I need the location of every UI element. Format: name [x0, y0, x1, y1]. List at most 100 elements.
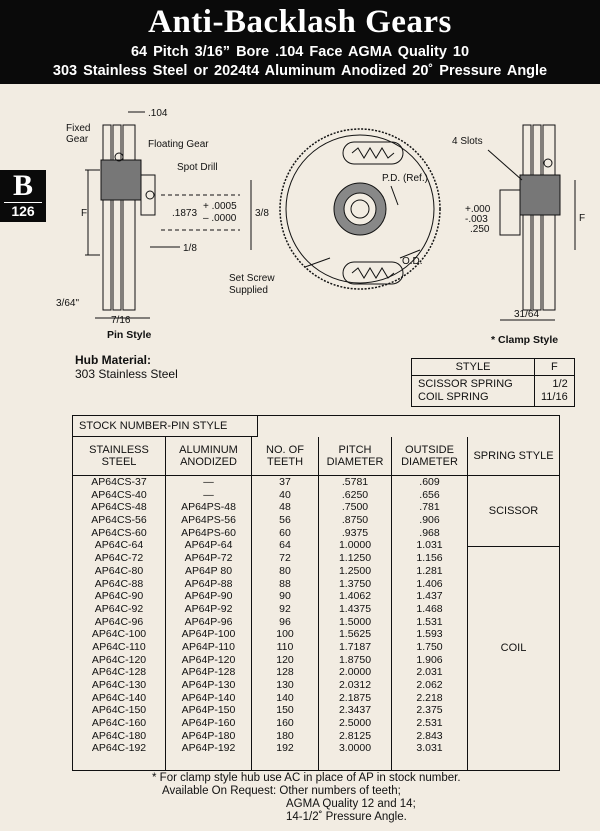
teeth-cell: 72 [279, 552, 291, 565]
aluminum-cell: AP64P-160 [181, 717, 236, 730]
pitch-cell: .9375 [341, 526, 369, 539]
aluminum-cell: AP64P 80 [184, 564, 233, 577]
header-stainless: STAINLESS STEEL [73, 437, 165, 476]
stainless-cell: AP64C-90 [94, 590, 144, 603]
teeth-cell: 96 [279, 615, 291, 628]
technical-drawing: .104 Fixed Gear Floating Gear Spot Drill… [56, 108, 585, 346]
pin-style-caption: Pin Style [107, 329, 152, 341]
stainless-cell: AP64C-160 [91, 717, 147, 730]
col-divider [467, 437, 468, 770]
stainless-cell: AP64C-120 [91, 653, 147, 666]
hub-material-heading: Hub Material: [75, 353, 152, 367]
style-header: STYLE [411, 358, 535, 376]
stainless-cell: AP64C-128 [91, 666, 147, 679]
od-cell: 1.437 [416, 590, 443, 603]
od-cell: 1.156 [416, 552, 443, 565]
od-cell: 2.062 [416, 679, 443, 691]
teeth-cell: 160 [276, 717, 294, 730]
floating-gear-label: Floating Gear [148, 139, 209, 150]
od-label: O.D. [402, 256, 423, 267]
col-divider [165, 437, 166, 770]
teeth-cell: 192 [276, 742, 294, 755]
od-cell: 1.281 [416, 564, 443, 577]
f-dim: F [81, 208, 87, 219]
pitch-cell: 2.3437 [338, 704, 372, 717]
header-aluminum: ALUMINUM ANODIZED [166, 437, 251, 476]
front-view-labels: P.D. (Ref.) O.D. Set Screw Supplied [229, 173, 428, 296]
page-number: 126 [4, 202, 42, 219]
hub-material: Hub Material: 303 Stainless Steel [75, 353, 178, 381]
pitch-cell: .7500 [341, 501, 369, 514]
aluminum-cell: AP64P-96 [184, 615, 233, 628]
stainless-cell: AP64C-80 [94, 564, 144, 577]
stock-table: STOCK NUMBER-PIN STYLE STAINLESS STEEL A… [72, 415, 560, 771]
set-screw-label: Set Screw [229, 273, 275, 284]
aluminum-cell: AP64P-72 [184, 552, 233, 565]
aluminum-cell: AP64P-150 [181, 704, 236, 717]
hub-material-value: 303 Stainless Steel [75, 367, 178, 381]
stainless-cell: AP64C-64 [94, 539, 144, 552]
teeth-cell: 88 [279, 577, 291, 590]
clamp-f-dim: F [579, 213, 585, 224]
od-cell: 3.031 [416, 742, 443, 755]
teeth-cell: 40 [279, 488, 291, 501]
od-cell: 1.531 [416, 615, 443, 628]
clamp-tol-plus: +.000 [465, 204, 491, 215]
aluminum-cell: AP64P-110 [182, 640, 235, 653]
stainless-cell: AP64C-92 [94, 602, 144, 615]
pitch-cell: 1.5000 [338, 615, 372, 628]
aluminum-cell: AP64PS-56 [181, 514, 236, 527]
aluminum-cell: AP64P-120 [181, 653, 236, 666]
od-cell: .781 [419, 501, 440, 514]
stainless-cell: AP64CS-60 [91, 526, 147, 539]
teeth-cell: 120 [276, 653, 294, 666]
teeth-cell: 130 [276, 679, 294, 691]
col-divider [391, 437, 392, 770]
pitch-cell: 2.5000 [338, 717, 372, 730]
four-slots-label: 4 Slots [452, 136, 483, 147]
aluminum-cell: AP64P-128 [181, 666, 236, 679]
clamp-style-caption: * Clamp Style [491, 334, 558, 346]
aluminum-cell: AP64P-192 [181, 742, 236, 755]
od-cell: 1.906 [416, 653, 443, 666]
spring-scissor: SCISSOR [488, 505, 539, 517]
section-letter: B [12, 169, 33, 202]
pitch-cell: 2.8125 [338, 729, 372, 742]
od-cell: 1.468 [416, 602, 443, 615]
spring-divider [468, 546, 559, 547]
pin-style-labels: .104 Fixed Gear Floating Gear Spot Drill… [56, 108, 269, 341]
aluminum-cell: AP64P-180 [181, 729, 236, 742]
stainless-cell: AP64CS-40 [91, 488, 147, 501]
pitch-cell: .6250 [341, 488, 369, 501]
header-od: OUTSIDE DIAMETER [392, 437, 467, 476]
aluminum-cell: AP64P-64 [184, 539, 233, 552]
aluminum-cell: AP64P-140 [181, 691, 236, 704]
clamp-tol-minus: -.003 [465, 214, 488, 225]
pitch-cell: 2.1875 [338, 691, 372, 704]
style-scissor: SCISSOR SPRING [418, 378, 513, 390]
teeth-cell: 92 [279, 602, 291, 615]
footnote-line-3: AGMA Quality 12 and 14; [286, 798, 416, 810]
stainless-cell: AP64C-100 [91, 628, 147, 641]
pitch-cell: 2.0312 [338, 679, 372, 691]
spec-line-2: 303 Stainless Steel or 2024t4 Aluminum A… [52, 63, 548, 79]
pin-style-side-view [85, 111, 252, 319]
teeth-cell: 56 [279, 514, 291, 527]
od-cell: 2.843 [416, 729, 443, 742]
pitch-cell: 1.3750 [338, 577, 372, 590]
pitch-cell: 1.8750 [338, 653, 372, 666]
aluminum-cell: — [203, 476, 214, 488]
od-cell: 1.750 [416, 640, 443, 653]
page-header: Anti-Backlash Gears 64 Pitch 3/16” Bore … [0, 0, 600, 84]
footnote-line-1: * For clamp style hub use AC in place of… [152, 772, 461, 784]
od-cell: 1.031 [416, 539, 443, 552]
page-title: Anti-Backlash Gears [148, 4, 452, 40]
aluminum-cell: AP64P-100 [181, 628, 236, 641]
col-divider [318, 437, 319, 770]
aluminum-cell: — [203, 488, 214, 501]
teeth-cell: 80 [279, 564, 291, 577]
fixed-gear-label: Fixed [66, 123, 90, 134]
footnote: * For clamp style hub use AC in place of… [152, 772, 461, 824]
od-cell: 1.406 [416, 577, 443, 590]
